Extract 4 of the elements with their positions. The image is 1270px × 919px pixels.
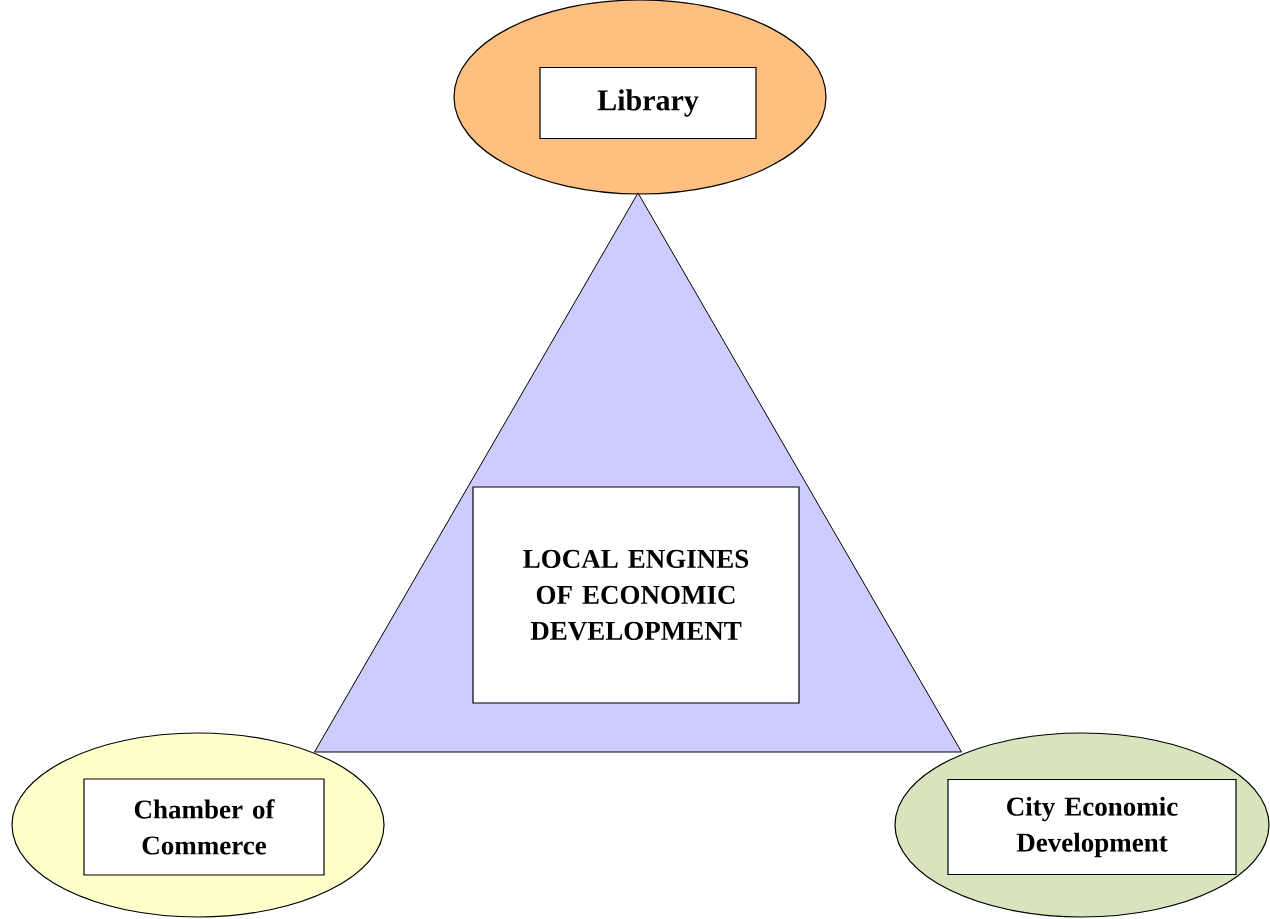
text-box: Chamber of Commerce [83, 778, 325, 876]
text-box: LOCAL ENGINES OF ECONOMIC DEVELOPMENT [472, 486, 800, 704]
text-box: City Economic Development [947, 778, 1237, 876]
text-box: Library [539, 66, 757, 140]
